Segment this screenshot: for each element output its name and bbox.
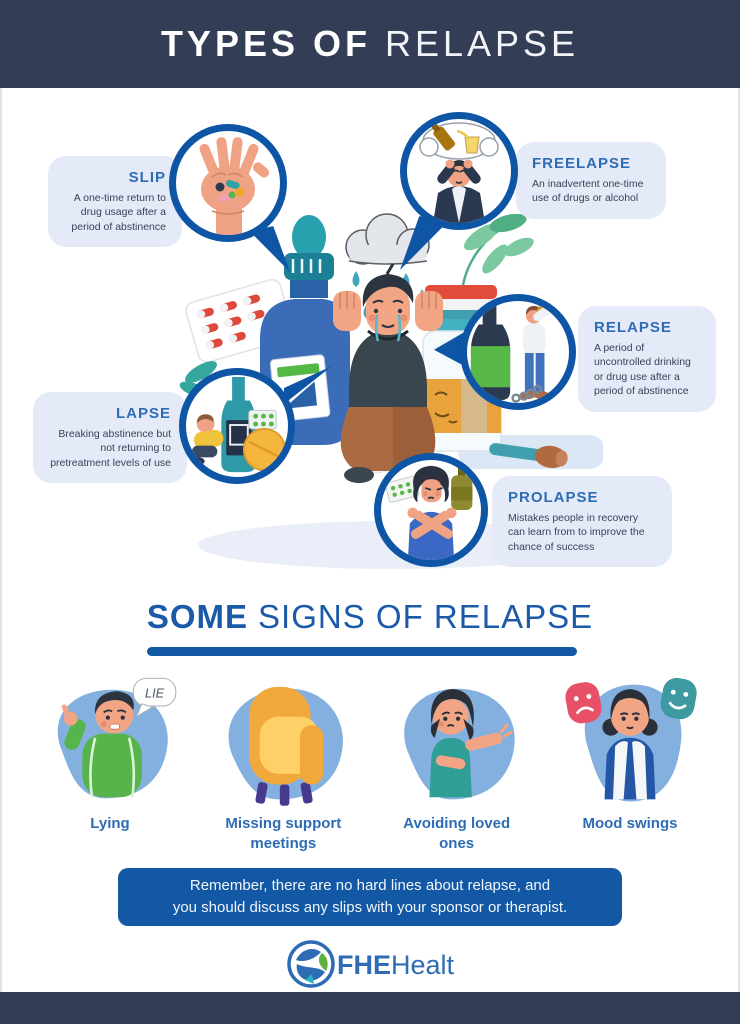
sign-card-mood-swings: Mood swings xyxy=(550,672,710,855)
sign-card-avoiding: Avoiding loved ones xyxy=(377,672,537,855)
reminder-banner: Remember, there are no hard lines about … xyxy=(118,868,622,926)
callout-relapse: RELAPSE A period of uncontrolled drinkin… xyxy=(578,306,716,412)
callout-lapse: LAPSE Breaking abstinence but not return… xyxy=(33,392,187,484)
lie-bubble-text: LIE xyxy=(145,685,165,700)
man-thinking-of-alcohol-icon xyxy=(400,112,518,230)
page-title-bold: TYPES OF xyxy=(160,23,371,64)
fhe-health-logo-icon: FHEHealth xyxy=(287,940,455,988)
man-chained-to-bottle-icon xyxy=(460,294,576,410)
sign-label-missing-meetings: Missing support meetings xyxy=(225,815,342,853)
callout-prolapse-description: Mistakes people in recovery can learn fr… xyxy=(508,512,645,553)
reminder-line1: Remember, there are no hard lines about … xyxy=(189,877,551,895)
sign-card-lying: LIE Lying xyxy=(30,672,190,855)
callout-slip-title: SLIP xyxy=(128,169,166,186)
callout-lapse-description: Breaking abstinence but not returning to… xyxy=(50,428,171,469)
reminder-line2: you should discuss any slips with your s… xyxy=(172,899,568,916)
signs-row: LIE Lying Missing support meetings xyxy=(30,672,710,855)
svg-text:FHEHealth: FHEHealth xyxy=(337,950,455,980)
sign-label-mood-swings: Mood swings xyxy=(582,815,678,832)
heading-underline xyxy=(147,647,577,656)
hand-with-pills-icon xyxy=(169,124,287,242)
logo-text-bold: FHE xyxy=(337,950,391,980)
woman-turning-away-icon xyxy=(403,688,515,800)
callout-relapse-description: A period of uncontrolled drinking or dru… xyxy=(594,342,691,398)
sign-card-missing-meetings: Missing support meetings xyxy=(203,672,363,855)
signs-heading-light: SIGNS OF RELAPSE xyxy=(258,598,594,635)
callout-relapse-title: RELAPSE xyxy=(594,319,672,336)
sign-label-avoiding: Avoiding loved ones xyxy=(403,815,511,853)
callout-freelapse-title: FREELAPSE xyxy=(532,155,632,172)
logo-text-regular: Health xyxy=(391,950,455,980)
callout-prolapse-title: PROLAPSE xyxy=(508,489,599,506)
callout-slip: SLIP A one-time return to drug usage aft… xyxy=(48,156,182,248)
signs-heading-bold: SOME xyxy=(146,598,249,635)
fhe-health-logo: FHEHealth xyxy=(0,938,740,990)
callout-freelapse: FREELAPSE An inadvertent one-time use of… xyxy=(516,142,666,219)
callout-prolapse: PROLAPSE Mistakes people in recovery can… xyxy=(492,476,672,568)
happy-sad-masks-icon xyxy=(565,677,697,802)
footer-bar xyxy=(0,992,740,1024)
empty-armchair-icon xyxy=(228,686,344,806)
callout-lapse-title: LAPSE xyxy=(115,405,171,422)
page-title-light: RELAPSE xyxy=(384,23,580,64)
callout-freelapse-description: An inadvertent one-time use of drugs or … xyxy=(532,178,644,205)
sign-label-lying: Lying xyxy=(90,815,130,832)
person-refusing-drugs-icon xyxy=(374,453,488,567)
lying-person-icon: LIE xyxy=(57,677,177,799)
callout-slip-description: A one-time return to drug usage after a … xyxy=(71,192,166,233)
person-leaning-on-bottle-icon xyxy=(179,368,295,484)
header: TYPES OF RELAPSE xyxy=(0,0,740,88)
